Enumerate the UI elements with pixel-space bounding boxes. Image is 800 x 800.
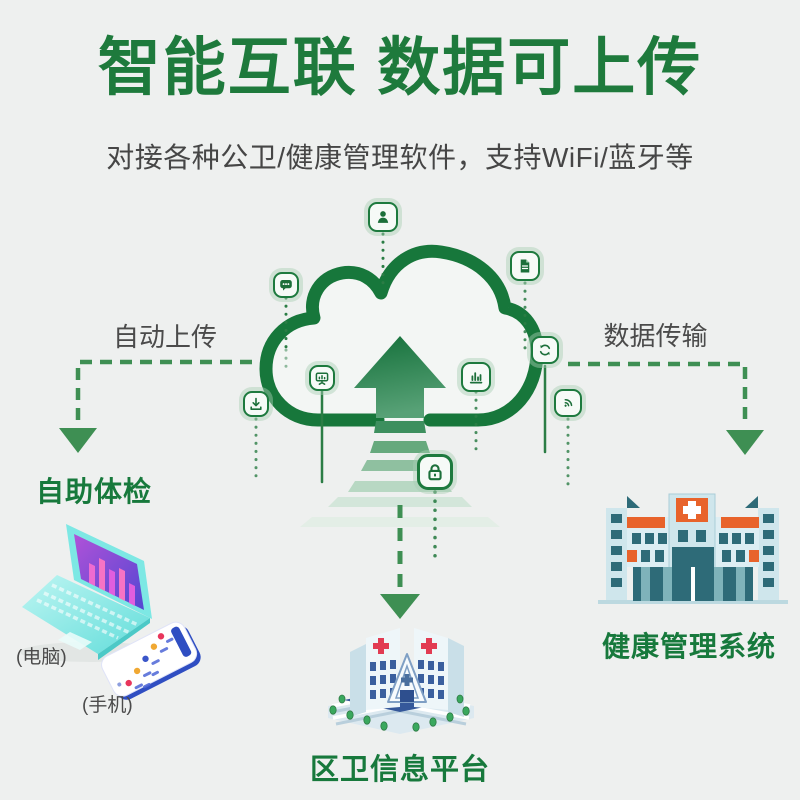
tree-icons bbox=[329, 694, 470, 732]
icon-connectors bbox=[254, 232, 570, 558]
wifi-signal-icon bbox=[554, 389, 582, 417]
page-title: 智能互联 数据可上传 bbox=[97, 33, 703, 103]
district-platform-label: 区卫信息平台 bbox=[309, 754, 490, 786]
left-flow-label: 自动上传 bbox=[112, 322, 217, 352]
screen-share-icon bbox=[309, 365, 335, 391]
download-icon bbox=[243, 391, 269, 417]
computer-device-label: (电脑) bbox=[16, 647, 67, 668]
health-system-label: 健康管理系统 bbox=[601, 631, 776, 662]
right-flow-arrow bbox=[568, 361, 764, 455]
self-checkup-label: 自助体检 bbox=[36, 476, 153, 507]
district-building-illustration bbox=[328, 628, 474, 734]
upload-arrow bbox=[354, 336, 446, 418]
cloud-outline bbox=[259, 244, 544, 427]
bottom-flow-arrow bbox=[380, 505, 420, 619]
left-flow-arrow bbox=[59, 359, 252, 453]
page-subtitle: 对接各种公卫/健康管理软件，支持WiFi/蓝牙等 bbox=[106, 142, 694, 173]
right-flow-label: 数据传输 bbox=[603, 321, 708, 351]
sync-icon bbox=[531, 336, 559, 364]
lock-icon bbox=[417, 454, 453, 490]
document-icon bbox=[510, 251, 540, 281]
bar-chart-icon bbox=[461, 362, 491, 392]
chat-message-icon bbox=[273, 272, 299, 298]
arrow-trail bbox=[300, 421, 500, 527]
user-icon bbox=[368, 202, 398, 232]
hospital-illustration bbox=[598, 493, 788, 604]
phone-device-label: (手机) bbox=[82, 695, 133, 716]
